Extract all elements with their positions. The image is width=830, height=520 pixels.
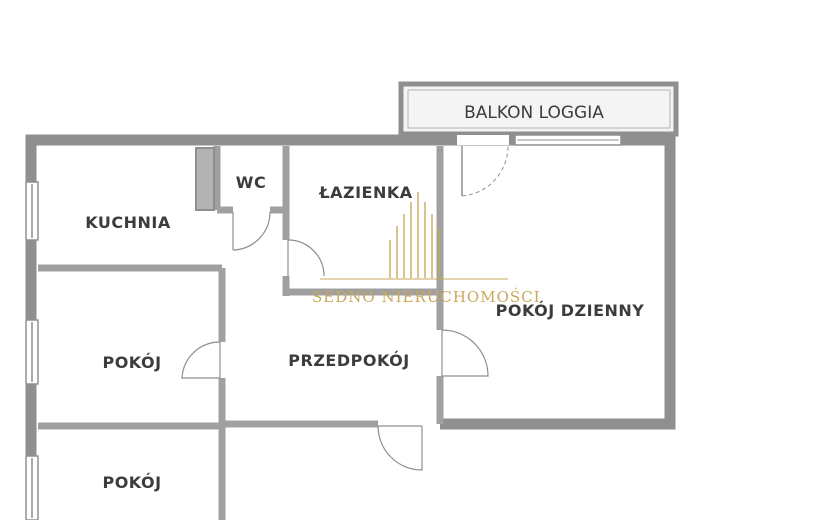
wc-door-swing [232, 211, 271, 251]
label-lazienka: ŁAZIENKA [318, 183, 412, 202]
bath-door-swing [287, 239, 325, 277]
interior-walls [38, 146, 444, 520]
living-door-swing [441, 329, 489, 377]
label-wc: WC [236, 173, 266, 192]
watermark-logo [320, 192, 508, 280]
label-kuchnia: KUCHNIA [85, 213, 171, 232]
loggia-outline [398, 81, 679, 137]
ventilation-shaft [195, 147, 215, 211]
doors [181, 211, 489, 471]
label-przedpokoj: PRZEDPOKÓJ [288, 351, 409, 370]
loggia-inner-line [407, 89, 671, 129]
balcony-loggia [398, 81, 679, 137]
outer-wall-right [440, 134, 676, 430]
watermark-text: SEDNO NIERUCHOMOŚCI [312, 288, 541, 306]
label-pokoj-1: POKÓJ [102, 353, 161, 372]
entrance-door-swing [377, 425, 423, 471]
label-pokoj-2: POKÓJ [102, 473, 161, 492]
pokoj1-door-swing [181, 341, 221, 379]
windows-left [25, 181, 39, 520]
balcony-door-gap [457, 135, 509, 145]
outer-wall-left-top [25, 134, 440, 520]
balcony-door-swing [461, 145, 509, 197]
label-balkon-loggia: BALKON LOGGIA [464, 103, 604, 123]
label-pokoj-dzienny: POKÓJ DZIENNY [496, 301, 645, 320]
balcony-door [457, 134, 622, 197]
